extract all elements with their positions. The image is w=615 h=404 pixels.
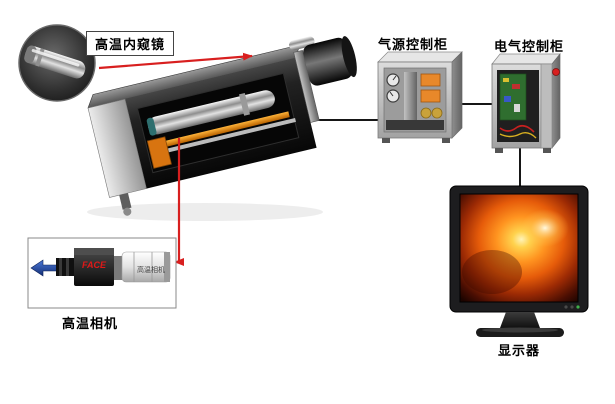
- machine-foot: [119, 193, 132, 210]
- actuator-rail-orange: [152, 111, 290, 150]
- machine-shadow: [87, 203, 323, 221]
- monitor: [449, 185, 589, 337]
- label-monitor: 显示器: [498, 343, 541, 358]
- lens-ring: [59, 258, 62, 276]
- label-endoscope: 高温内窥镜: [86, 31, 175, 56]
- emergency-button-icon: [552, 68, 560, 76]
- probe-glare: [31, 49, 80, 67]
- cabinet-foot: [442, 138, 450, 143]
- furnace-shadow-blob: [462, 250, 522, 294]
- panel-plate: [404, 72, 417, 128]
- motor-cylinder: [303, 37, 353, 86]
- electric-cabinet-top: [491, 53, 561, 65]
- machine-knob: [123, 207, 132, 216]
- power-led-icon: [576, 305, 580, 309]
- air-cabinet-top: [377, 51, 463, 63]
- brass-fitting: [420, 107, 432, 119]
- camera-body: [74, 248, 114, 286]
- pcb-component: [503, 78, 509, 82]
- air-cabinet-base-unit: [386, 120, 444, 130]
- monitor-base-highlight: [482, 327, 558, 333]
- label-air-cabinet: 气源控制柜: [378, 37, 449, 52]
- brass-fitting: [431, 107, 443, 119]
- pcb-component: [514, 104, 520, 112]
- valve-block: [420, 89, 441, 103]
- lens-ring: [66, 258, 69, 276]
- gauge-needle: [392, 75, 397, 81]
- machine-left-endcap: [87, 98, 147, 198]
- pcb-component: [504, 96, 511, 102]
- cabinet-foot: [495, 148, 503, 153]
- tube-teal-endcap: [146, 117, 157, 136]
- camera-inset: FACE 高温相机: [27, 237, 177, 309]
- monitor-button: [564, 305, 568, 309]
- camera-housing-text: 高温相机: [137, 265, 165, 274]
- air-cabinet-side: [451, 51, 463, 139]
- endoscope-probe: [24, 45, 86, 79]
- housing-endcap: [164, 252, 170, 282]
- guide-rail: [154, 117, 296, 156]
- endoscope-inset: [18, 24, 96, 102]
- furnace-hotspot: [521, 209, 569, 247]
- tube-ring: [238, 92, 250, 116]
- drive-gearbox: [146, 136, 172, 169]
- electric-cabinet-side: [551, 53, 561, 149]
- air-cabinet: [377, 51, 463, 143]
- motor-endcap: [341, 36, 357, 78]
- cabinet-wire-red: [499, 124, 535, 133]
- cabinet-wire-yellow: [499, 131, 537, 139]
- camera-coupler: [114, 256, 122, 280]
- electric-cabinet: [491, 53, 561, 153]
- pcb-component: [512, 84, 520, 89]
- monitor-stand: [500, 312, 540, 328]
- label-electric-cabinet: 电气控制柜: [494, 39, 565, 54]
- camera-lens: [56, 258, 74, 276]
- cabinet-foot: [382, 138, 390, 143]
- cabinet-foot: [543, 148, 551, 153]
- label-camera: 高温相机: [62, 316, 119, 331]
- gauge-needle: [389, 91, 394, 97]
- cabinet-door: [540, 63, 553, 149]
- monitor-button: [570, 305, 574, 309]
- camera-brand-text: FACE: [82, 260, 107, 270]
- monitor-screen: [459, 193, 579, 303]
- valve-block: [420, 73, 441, 87]
- connector-probe-to-machine: [98, 52, 253, 70]
- camera-body-top: [74, 248, 114, 255]
- mount-flange: [293, 49, 320, 123]
